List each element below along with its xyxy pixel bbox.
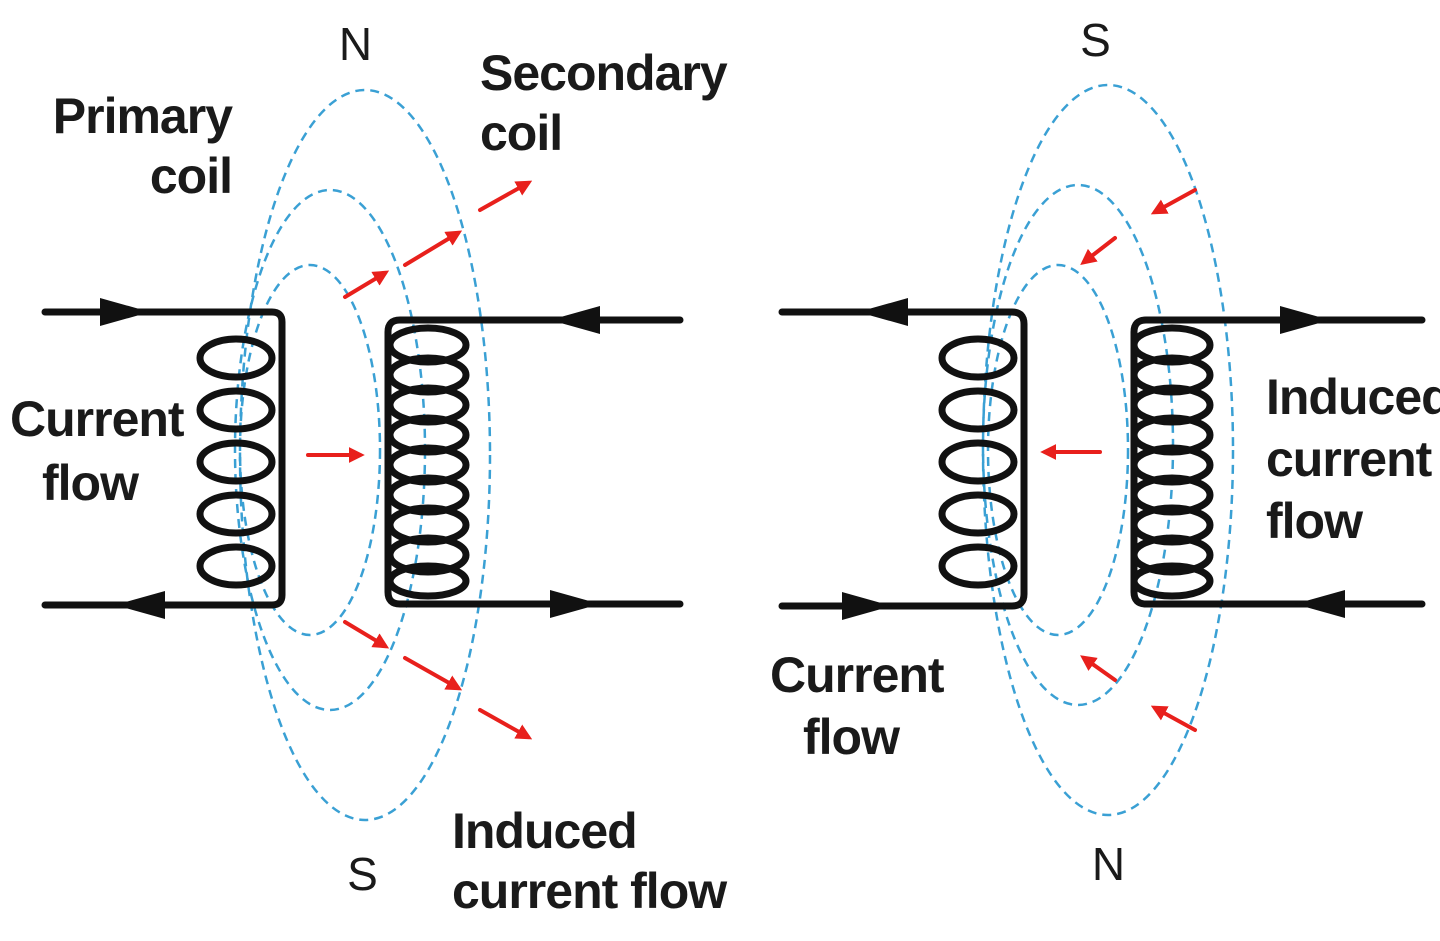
right-flux-arrows [1040, 188, 1197, 732]
left-current-label-line2: flow [42, 455, 139, 511]
primary-coil-label-line1: Primary [53, 88, 233, 144]
primary-coil-loops [196, 335, 276, 589]
left-flux-arrows [306, 180, 533, 740]
field-line-inner [238, 263, 382, 637]
right-primary-wiring [778, 298, 1028, 620]
right-pole-bottom: N [1092, 838, 1124, 890]
right-induced-label-line2: current [1266, 431, 1433, 487]
right-current-label-line2: flow [803, 709, 900, 765]
right-primary-top-arrowhead [858, 298, 908, 326]
right-primary-bottom-arrowhead [842, 592, 892, 620]
right-secondary-loops [1130, 324, 1214, 600]
left-induced-label-line2: current flow [452, 863, 727, 919]
primary-coil-wiring [41, 298, 286, 619]
left-induced-label-line1: Induced [452, 803, 637, 859]
right-pole-top: S [1080, 14, 1110, 66]
primary-coil-label-line2: coil [150, 148, 232, 204]
left-current-label-line1: Current [10, 391, 185, 447]
secondary-coil-label-line2: coil [480, 105, 562, 161]
primary-top-wire [41, 308, 286, 609]
primary-top-arrowhead [100, 298, 150, 326]
secondary-coil-label-line1: Secondary [480, 45, 728, 101]
field-line-inner [986, 263, 1130, 637]
right-secondary-bottom-arrowhead [1295, 590, 1345, 618]
right-induced-label-line1: Induced [1266, 369, 1440, 425]
field-line-outer [981, 83, 1235, 817]
right-primary-wire [778, 308, 1028, 610]
left-pole-bottom: S [347, 848, 377, 900]
right-current-label-line1: Current [770, 647, 945, 703]
secondary-bottom-arrowhead [550, 590, 600, 618]
left-pole-top: N [339, 18, 371, 70]
field-line-outer [238, 88, 492, 822]
right-panel: S N Current flow Induced current flow [770, 14, 1440, 890]
right-secondary-top-arrowhead [1280, 306, 1330, 334]
primary-bottom-arrowhead [115, 591, 165, 619]
right-induced-label-line3: flow [1266, 493, 1363, 549]
secondary-top-arrowhead [550, 306, 600, 334]
secondary-coil-loops [386, 324, 470, 600]
left-panel: N S Primary coil Secondary coil Current … [10, 18, 729, 919]
right-primary-loops [938, 335, 1018, 589]
